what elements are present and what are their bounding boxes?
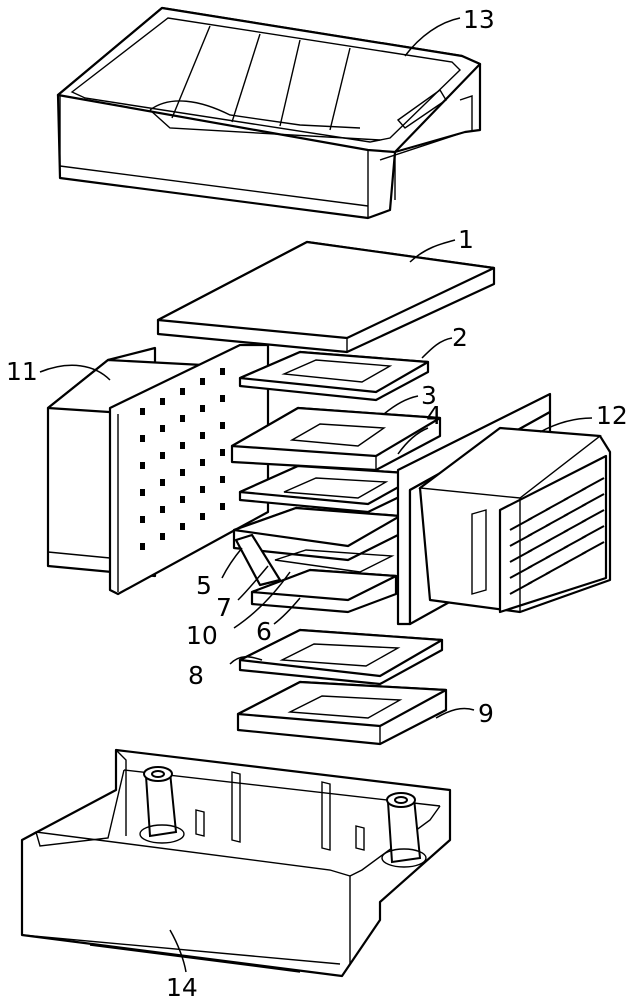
- part-11-left-housing: [46, 343, 270, 596]
- label-14: 14: [166, 973, 198, 1002]
- label-11: 11: [6, 357, 38, 386]
- part-13-top-cover: [56, 6, 482, 220]
- contact-hole: [140, 408, 145, 415]
- label-12: 12: [596, 401, 628, 430]
- label-1: 1: [458, 225, 474, 254]
- contact-hole: [200, 459, 205, 466]
- connector-pin: [581, 525, 605, 539]
- connector-pin: [581, 493, 605, 507]
- label-2: 2: [452, 323, 468, 352]
- label-5: 5: [196, 571, 212, 600]
- contact-hole: [220, 503, 225, 510]
- contact-hole: [160, 479, 165, 486]
- contact-hole: [220, 422, 225, 429]
- part-11-contact-holes: [140, 368, 225, 550]
- contact-hole: [140, 489, 145, 496]
- part-1-plate: [156, 240, 496, 354]
- label-13: 13: [463, 5, 495, 34]
- contact-hole: [160, 452, 165, 459]
- contact-hole: [160, 533, 165, 540]
- label-6: 6: [256, 617, 272, 646]
- contact-hole: [140, 462, 145, 469]
- part-5-plate: [232, 506, 402, 562]
- contact-hole: [180, 496, 185, 503]
- contact-hole: [160, 506, 165, 513]
- label-4: 4: [426, 401, 442, 430]
- part-3-frame: [230, 406, 442, 472]
- leader-lines: [39, 17, 593, 973]
- connector-pin: [581, 477, 605, 491]
- label-8: 8: [188, 661, 204, 690]
- contact-hole: [220, 449, 225, 456]
- contact-hole: [180, 388, 185, 395]
- contact-hole: [140, 435, 145, 442]
- label-10: 10: [186, 621, 218, 650]
- contact-hole: [220, 476, 225, 483]
- part-12-pins: [509, 477, 605, 595]
- contact-hole: [200, 486, 205, 493]
- contact-hole: [220, 368, 225, 375]
- contact-hole: [200, 405, 205, 412]
- label-7: 7: [216, 593, 232, 622]
- contact-hole: [160, 398, 165, 405]
- contact-hole: [200, 513, 205, 520]
- part-14-bottom-housing: [20, 748, 452, 978]
- contact-hole: [140, 516, 145, 523]
- contact-hole: [200, 432, 205, 439]
- contact-hole: [220, 395, 225, 402]
- part-2-frame: [238, 350, 430, 402]
- contact-hole: [200, 378, 205, 385]
- contact-hole: [140, 543, 145, 550]
- part-6-plate: [250, 568, 398, 614]
- part-8-frame: [238, 628, 444, 686]
- label-9: 9: [478, 699, 494, 728]
- contact-hole: [180, 469, 185, 476]
- label-3: 3: [421, 381, 437, 410]
- part-labels: 13 1 2 3 4 5 7 10 6 8 9 11 12 14: [6, 5, 628, 1002]
- contact-hole: [180, 442, 185, 449]
- connector-pin: [581, 541, 605, 555]
- contact-hole: [180, 523, 185, 530]
- part-7-10-insert: [234, 533, 395, 587]
- contact-hole: [180, 415, 185, 422]
- part-9-frame: [236, 680, 448, 746]
- contact-hole: [160, 425, 165, 432]
- connector-pin: [581, 509, 605, 523]
